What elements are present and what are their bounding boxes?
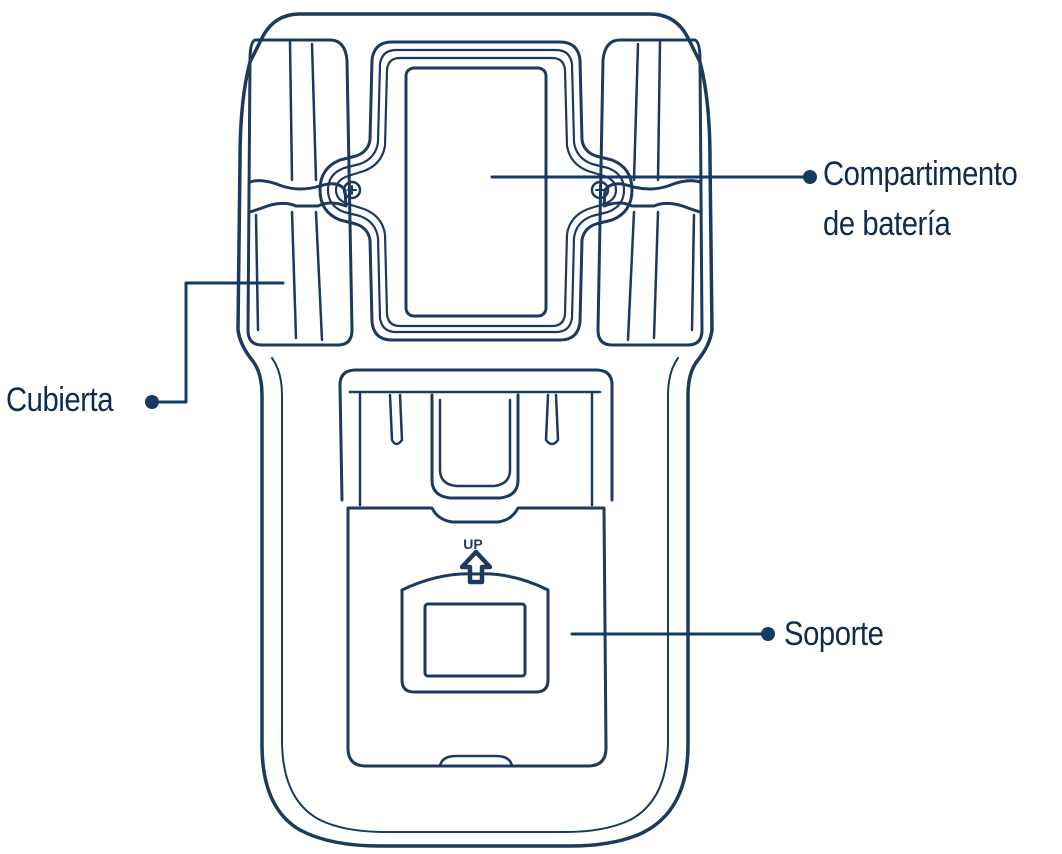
right-grip-notch	[604, 181, 700, 212]
battery-label-line-2: de batería	[823, 204, 1017, 244]
up-arrow-icon	[462, 552, 490, 582]
cover-callout-dot	[145, 395, 159, 409]
left-grip-ridge-1	[290, 42, 316, 180]
holder-frame-inner	[350, 392, 600, 505]
holder-frame-outer	[340, 370, 612, 500]
holder-label-text: Soporte	[784, 614, 883, 654]
battery-compartment-label: Compartimento de batería	[823, 154, 1017, 244]
right-grip-ridge-1	[634, 42, 660, 180]
right-grip-outline	[598, 40, 702, 345]
holder-callout-dot	[761, 627, 775, 641]
right-grip-ridge-2	[628, 212, 694, 340]
device-body-outline	[238, 14, 712, 846]
cover-label: Cubierta	[6, 380, 113, 420]
left-grip-notch	[250, 181, 346, 212]
battery-plate-inner-2	[336, 58, 616, 326]
left-grip-ridge-2	[256, 212, 322, 340]
battery-compartment-window	[406, 68, 546, 316]
battery-callout-dot	[803, 170, 817, 184]
battery-plate-outer	[320, 42, 632, 340]
device-body-inner-outline	[272, 358, 678, 832]
holder-label: Soporte	[784, 614, 883, 654]
up-arrow-label: UP	[463, 536, 482, 552]
holder-release-button	[425, 604, 525, 676]
holder-ribs	[390, 395, 558, 444]
cover-label-text: Cubierta	[6, 380, 113, 420]
cover-callout-line	[160, 283, 283, 402]
battery-label-line-1: Compartimento	[823, 154, 1017, 194]
